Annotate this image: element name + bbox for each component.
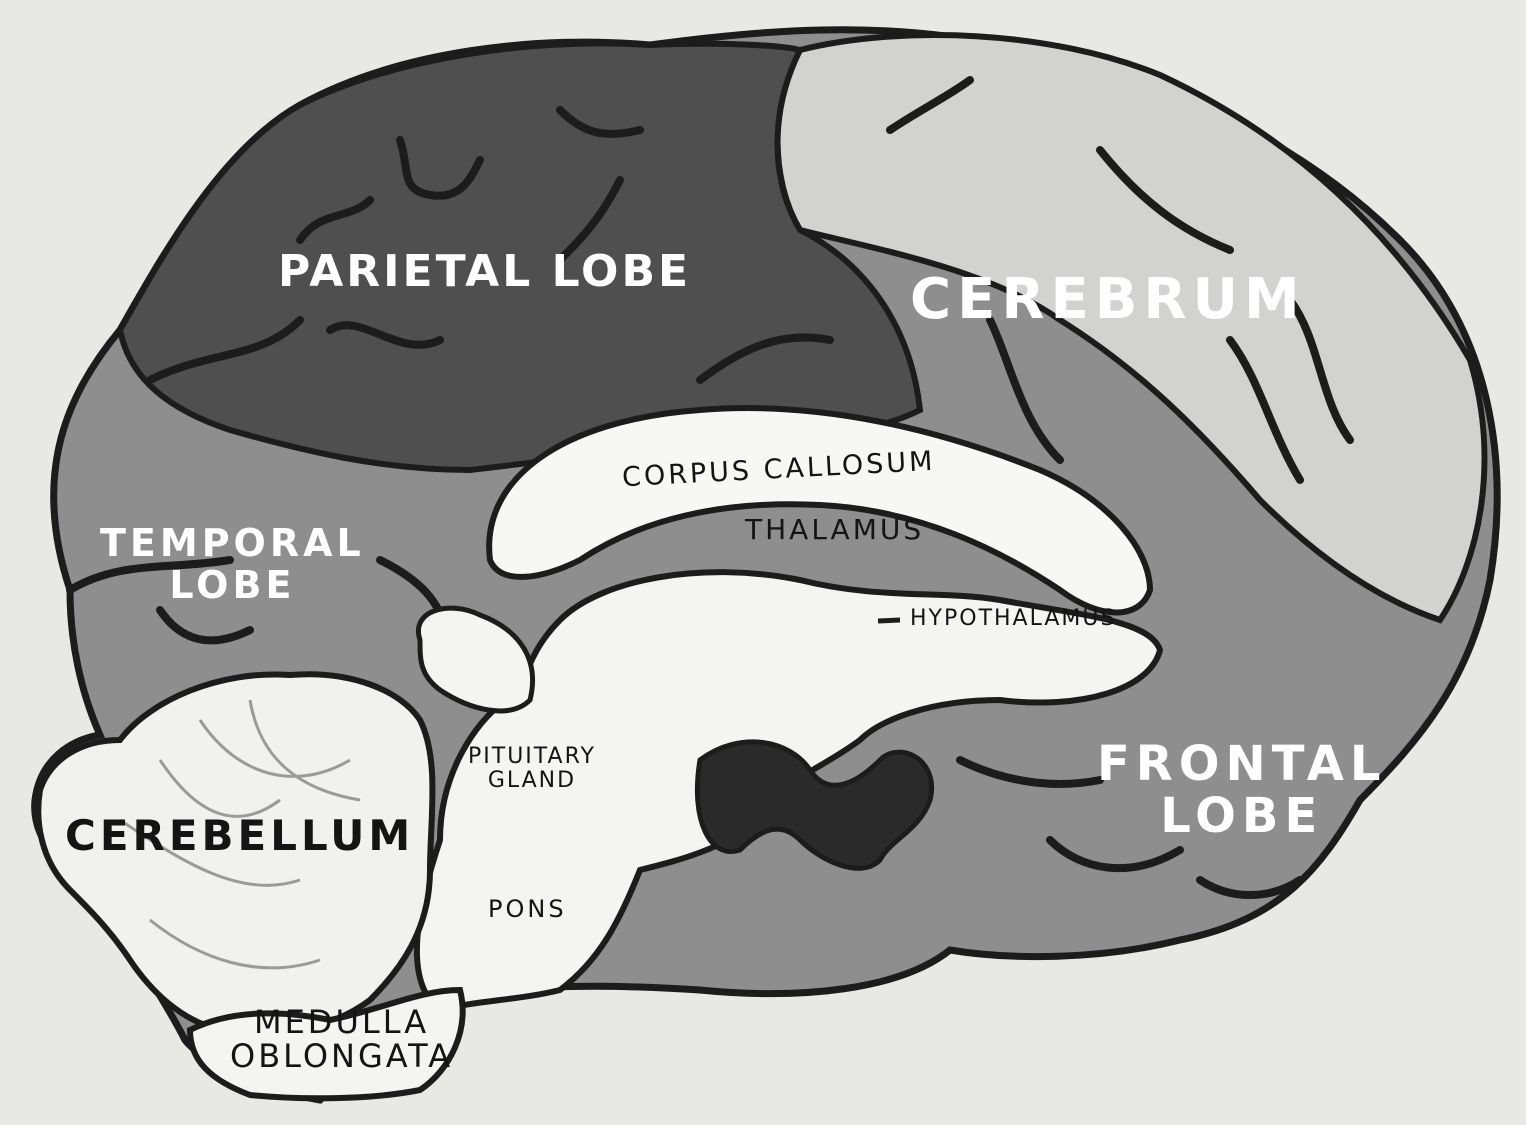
label-temporal-lobe: TEMPORAL LOBE (100, 522, 365, 606)
label-frontal-line-2: LOBE (1097, 790, 1386, 842)
label-cerebellum: CEREBELLUM (65, 815, 414, 857)
label-hypothalamus: HYPOTHALAMUS (910, 608, 1116, 630)
hypothalamus-pointer (878, 620, 900, 621)
label-medulla-line-2: OBLONGATA (230, 1039, 453, 1073)
label-cerebrum: CEREBRUM (910, 272, 1306, 328)
label-medulla-oblongata: MEDULLA OBLONGATA (230, 1005, 453, 1073)
label-temporal-line-2: LOBE (100, 564, 365, 606)
label-frontal-line-1: FRONTAL (1097, 738, 1386, 790)
label-pituitary-gland: PITUITARY GLAND (468, 745, 596, 793)
label-parietal-lobe: PARIETAL LOBE (278, 250, 691, 294)
label-pituitary-line-2: GLAND (468, 769, 596, 793)
label-frontal-lobe: FRONTAL LOBE (1097, 738, 1386, 842)
label-thalamus: THALAMUS (745, 516, 924, 544)
label-pons: PONS (488, 897, 567, 921)
label-temporal-line-1: TEMPORAL (100, 522, 365, 564)
label-medulla-line-1: MEDULLA (230, 1005, 453, 1039)
label-pituitary-line-1: PITUITARY (468, 745, 596, 769)
